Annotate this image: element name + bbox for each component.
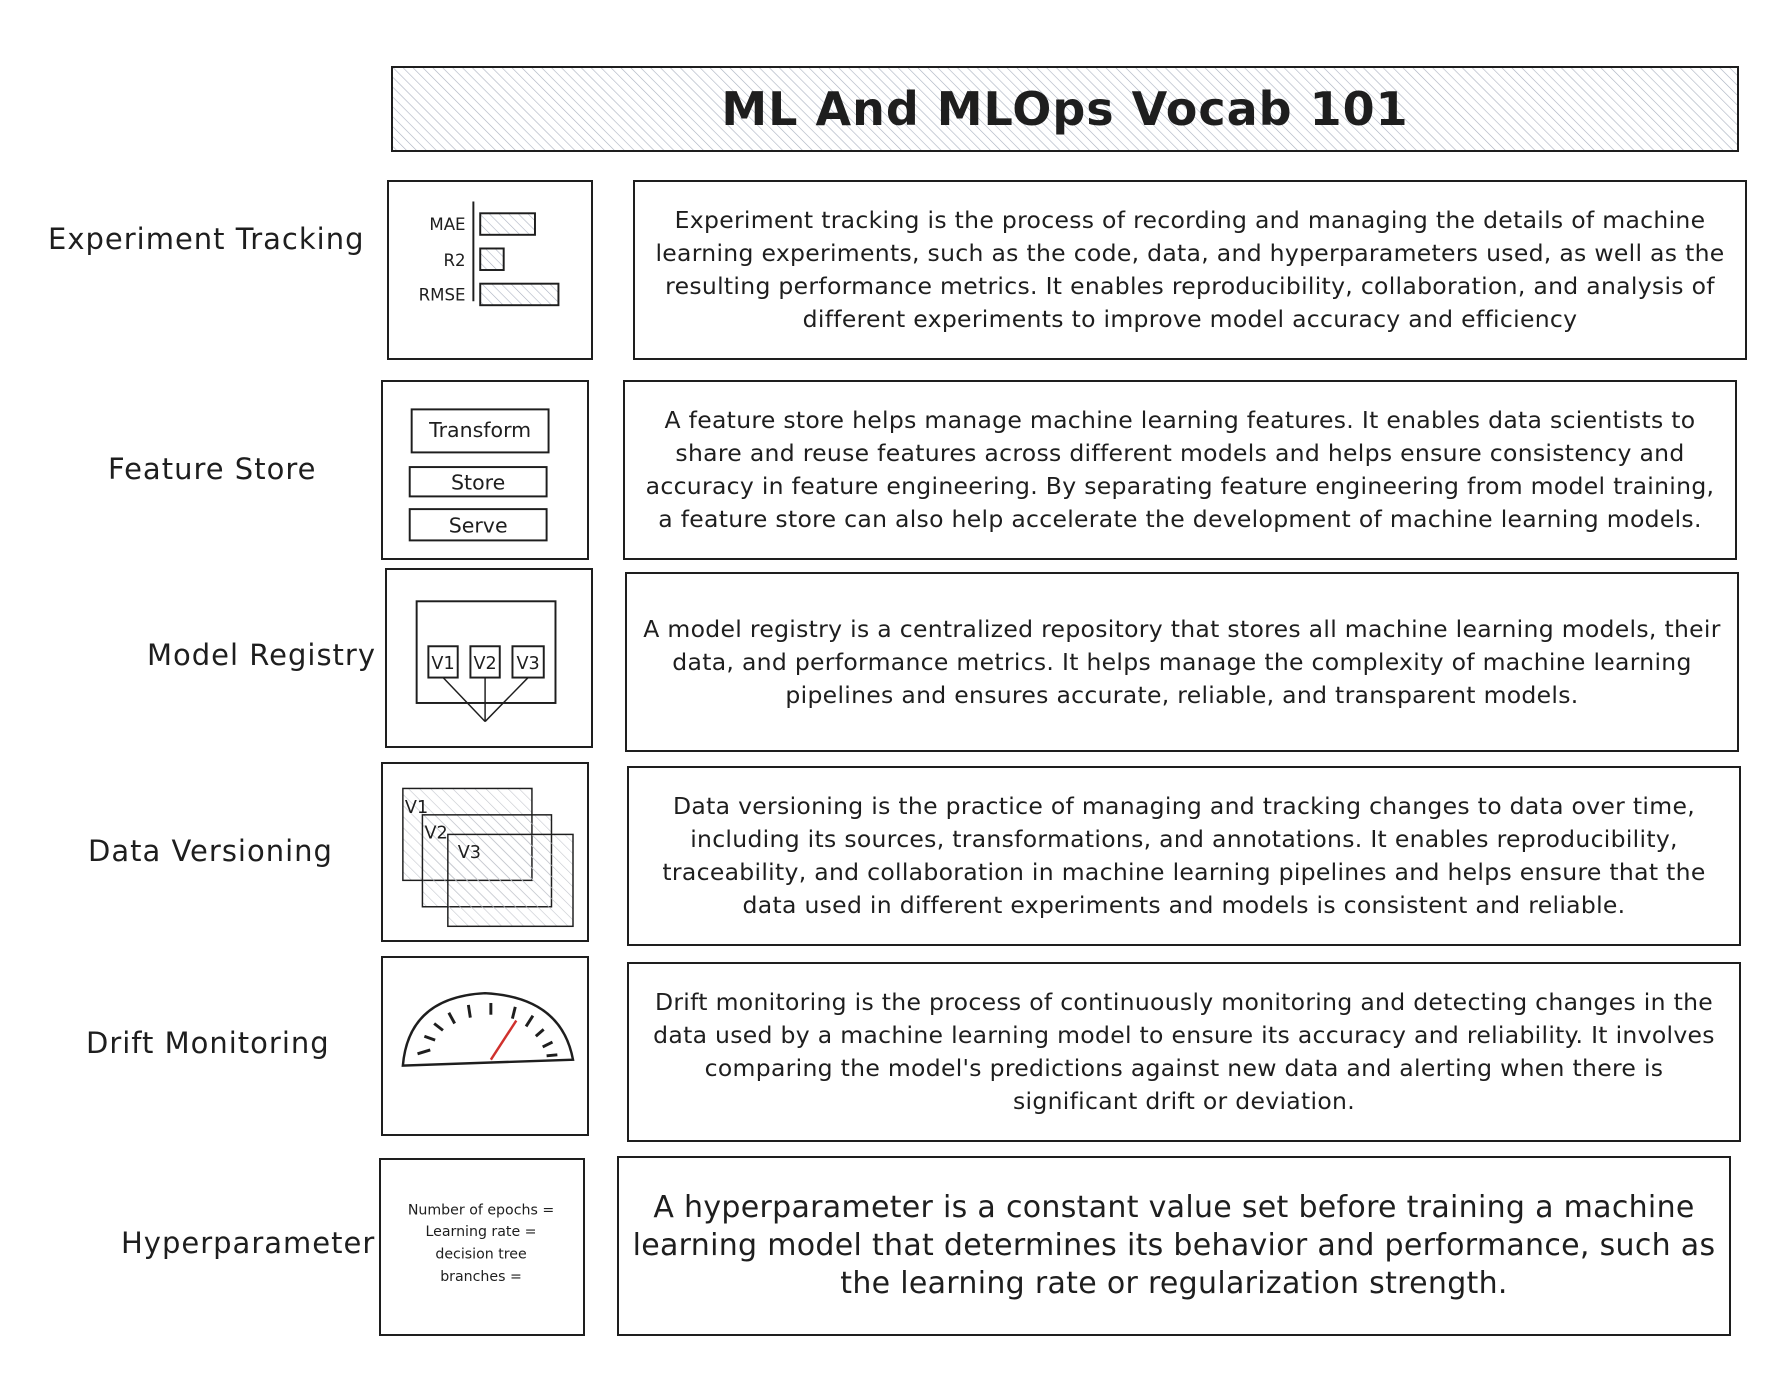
description-data-versioning: Data versioning is the practice of manag… — [627, 766, 1741, 946]
bar-mae — [479, 212, 536, 236]
description-feature-store: A feature store helps manage machine lea… — [623, 380, 1737, 560]
gauge-icon — [401, 991, 575, 1067]
stacked-versions-icon: V1 V2 V3 — [402, 787, 574, 928]
description-model-registry: A model registry is a centralized reposi… — [625, 572, 1739, 752]
bar-r2 — [479, 247, 505, 271]
bar-label-mae: MAE — [429, 215, 465, 234]
gauge-dial — [401, 991, 575, 1067]
row-label-model-registry: Model Registry — [147, 638, 377, 672]
hyperparameter-icon-box: Number of epochs = Learning rate = decis… — [379, 1158, 585, 1336]
param-branches: branches = — [440, 1269, 522, 1285]
row-label-data-versioning: Data Versioning — [88, 834, 333, 868]
transform-label: Transform — [428, 418, 531, 442]
transform-step — [410, 408, 550, 454]
gauge-needle — [489, 1019, 518, 1061]
store-step — [408, 466, 548, 498]
registry-v1-label: V1 — [431, 654, 454, 674]
parameter-list-icon: Number of epochs = Learning rate = decis… — [408, 1203, 554, 1285]
serve-label: Serve — [449, 514, 508, 538]
registry-container — [415, 600, 557, 704]
data-versioning-icon-box: V1 V2 V3 — [381, 762, 589, 942]
param-learning-rate: Learning rate = — [425, 1224, 536, 1240]
bar-chart-icon: MAE R2 RMSE — [419, 201, 560, 307]
serve-step — [408, 508, 548, 542]
registry-icon: V1 V2 V3 — [415, 600, 557, 723]
title-hatch-fill — [393, 68, 1737, 150]
title-banner: ML And MLOps Vocab 101 — [391, 66, 1739, 152]
bar-rmse — [479, 282, 560, 307]
bar-label-rmse: RMSE — [419, 285, 466, 304]
page-title: ML And MLOps Vocab 101 — [721, 82, 1409, 136]
version-v2-label: V2 — [424, 823, 447, 843]
version-sheet-3 — [447, 833, 574, 928]
description-hyperparameter: A hyperparameter is a constant value set… — [617, 1156, 1731, 1336]
registry-v3-label: V3 — [516, 654, 539, 674]
bar-label-r2: R2 — [443, 251, 465, 270]
row-label-hyperparameter: Hyperparameter — [121, 1226, 376, 1260]
pipeline-stack-icon: Transform Store Serve — [408, 408, 550, 542]
version-v1-label: V1 — [405, 798, 428, 818]
store-label: Store — [451, 471, 505, 495]
row-label-experiment-tracking: Experiment Tracking — [48, 222, 365, 256]
feature-store-icon-box: Transform Store Serve — [381, 380, 589, 560]
experiment-tracking-icon-box: MAE R2 RMSE — [387, 180, 593, 360]
model-registry-icon-box: V1 V2 V3 — [385, 568, 593, 748]
description-experiment-tracking: Experiment tracking is the process of re… — [633, 180, 1747, 360]
param-decision-tree: decision tree — [435, 1247, 526, 1263]
description-drift-monitoring: Drift monitoring is the process of conti… — [627, 962, 1741, 1142]
row-label-feature-store: Feature Store — [108, 452, 317, 486]
version-v3-label: V3 — [458, 843, 481, 863]
drift-monitoring-icon-box — [381, 956, 589, 1136]
row-label-drift-monitoring: Drift Monitoring — [86, 1026, 330, 1060]
registry-v2-label: V2 — [473, 654, 496, 674]
param-epochs: Number of epochs = — [408, 1203, 554, 1219]
